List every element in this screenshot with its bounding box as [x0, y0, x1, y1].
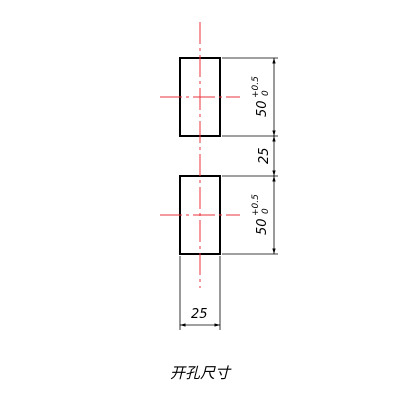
upper-height-label: 50 +0.5 0	[251, 76, 271, 117]
upper-height-nominal: 50	[255, 100, 270, 117]
caption: 开孔尺寸	[169, 364, 230, 382]
lower-height-upper-tol: +0.5	[251, 194, 261, 216]
width-value: 25	[191, 307, 208, 322]
gap-value: 25	[257, 147, 272, 164]
upper-height-upper-tol: +0.5	[251, 76, 261, 98]
lower-height-lower-tol: 0	[261, 208, 271, 214]
gap-label: 25	[257, 147, 272, 164]
upper-height-lower-tol: 0	[261, 90, 271, 96]
lower-height-nominal: 50	[255, 218, 270, 235]
lower-height-label: 50 +0.5 0	[251, 194, 271, 235]
